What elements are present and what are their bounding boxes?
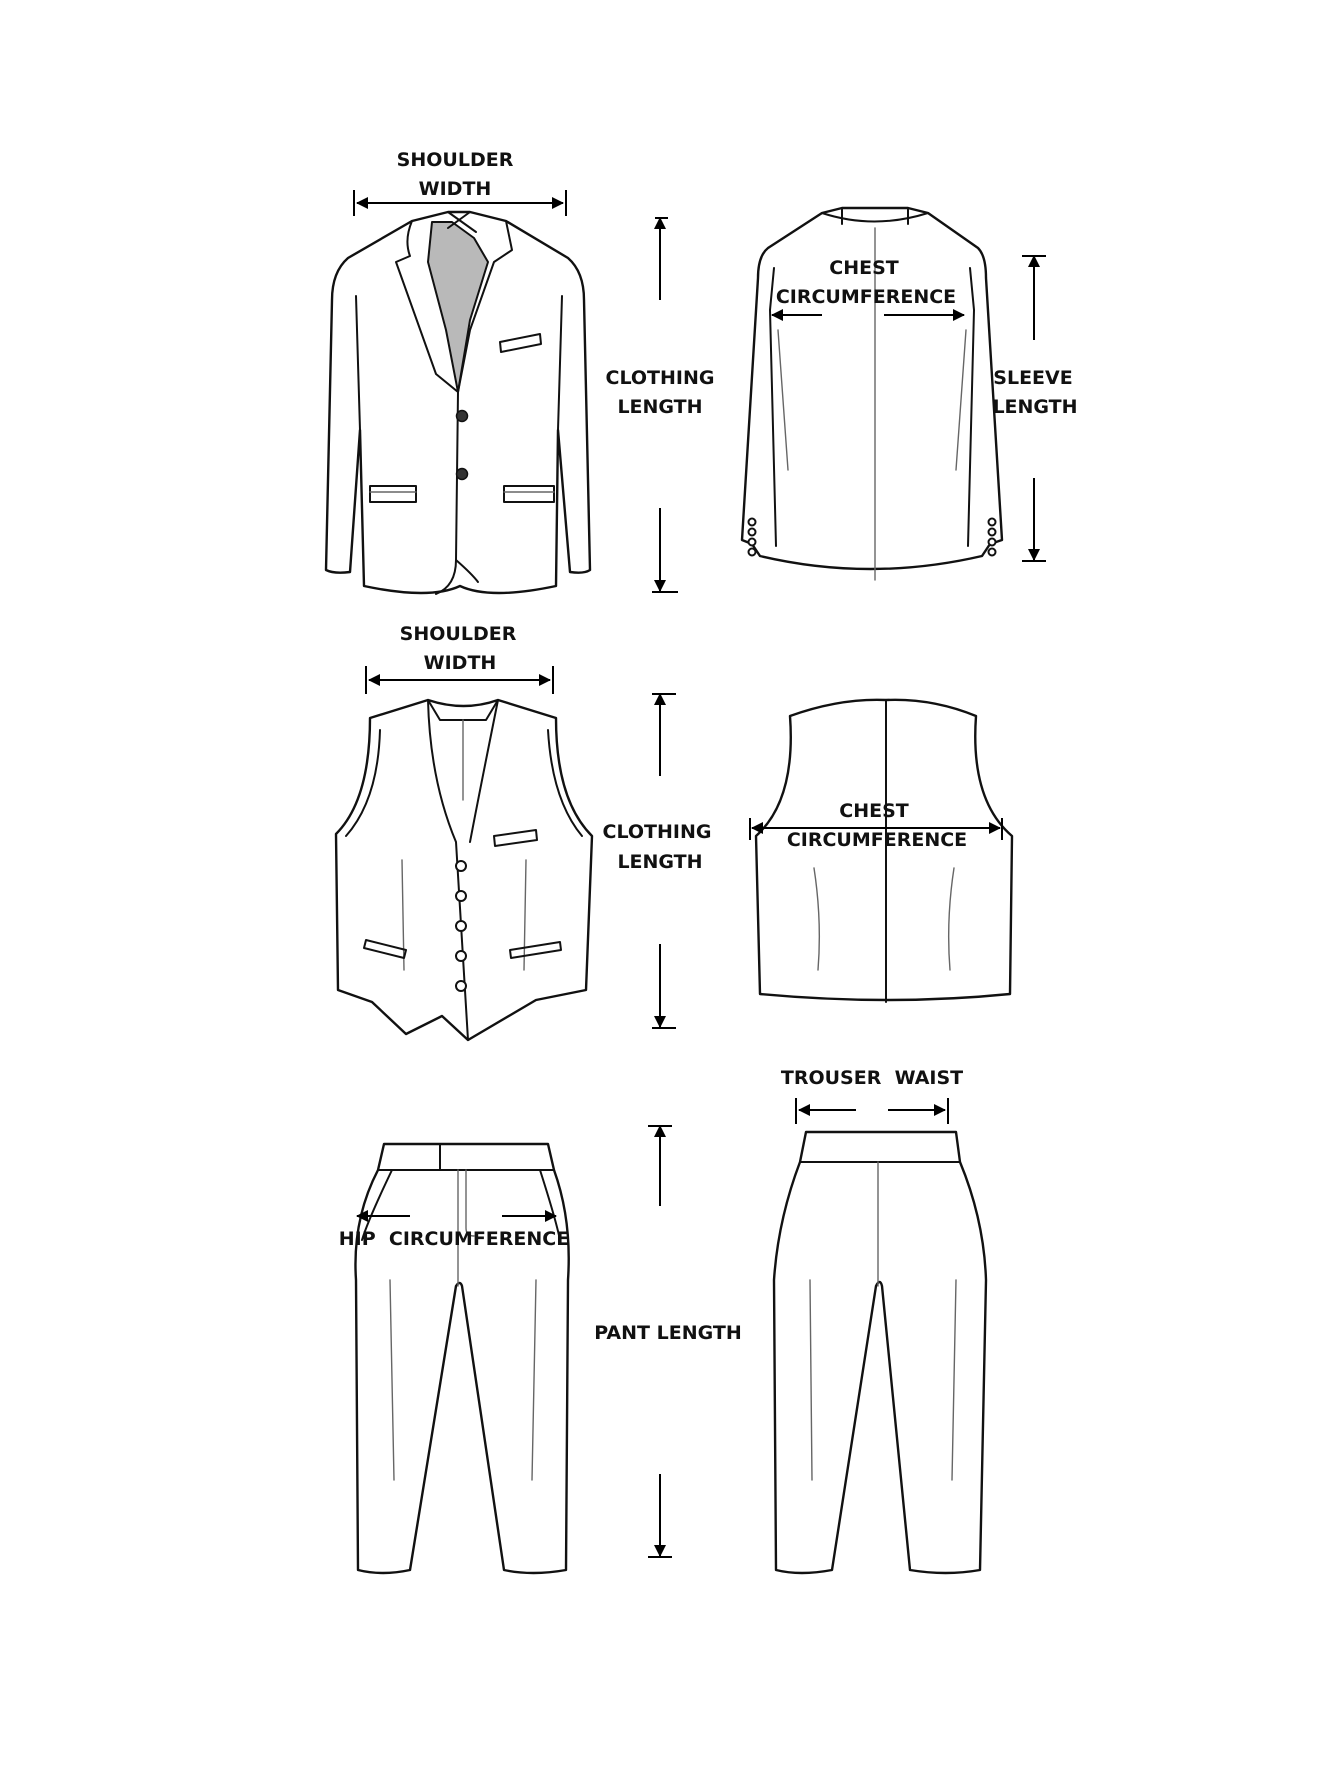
trouser-waist-label: TROUSER WAIST	[781, 1067, 963, 1089]
labels: SHOULDER WIDTH CLOTHING LENGTH CHEST CIR…	[339, 149, 1078, 1344]
vest-front-icon	[334, 698, 594, 1042]
trousers-front-icon	[354, 1142, 570, 1575]
vest-chest-label: CIRCUMFERENCE	[787, 829, 967, 851]
pant-length-label: PANT LENGTH	[594, 1322, 741, 1344]
jacket-length-label: CLOTHING	[606, 367, 715, 389]
jacket-shoulder-label: SHOULDER	[397, 149, 514, 171]
vest-length-label: LENGTH	[617, 851, 702, 873]
vest-chest-label: CHEST	[839, 800, 909, 822]
vest-length-label: CLOTHING	[603, 821, 712, 843]
sleeve-length-label: SLEEVE	[993, 367, 1072, 389]
vest-shoulder-label: WIDTH	[424, 652, 497, 674]
vest-shoulder-label: SHOULDER	[400, 623, 517, 645]
jacket-chest-label: CHEST	[829, 257, 899, 279]
trousers-back-icon	[772, 1130, 988, 1575]
hip-circumference-label: HIP CIRCUMFERENCE	[339, 1228, 569, 1250]
suit-jacket-back-icon	[740, 206, 1004, 581]
jacket-length-label: LENGTH	[617, 396, 702, 418]
sleeve-length-label: LENGTH	[992, 396, 1077, 418]
jacket-chest-label: CIRCUMFERENCE	[776, 286, 956, 308]
jacket-shoulder-label: WIDTH	[419, 178, 492, 200]
dimension-lines	[353, 190, 1046, 1558]
suit-jacket-front-icon	[324, 210, 592, 595]
